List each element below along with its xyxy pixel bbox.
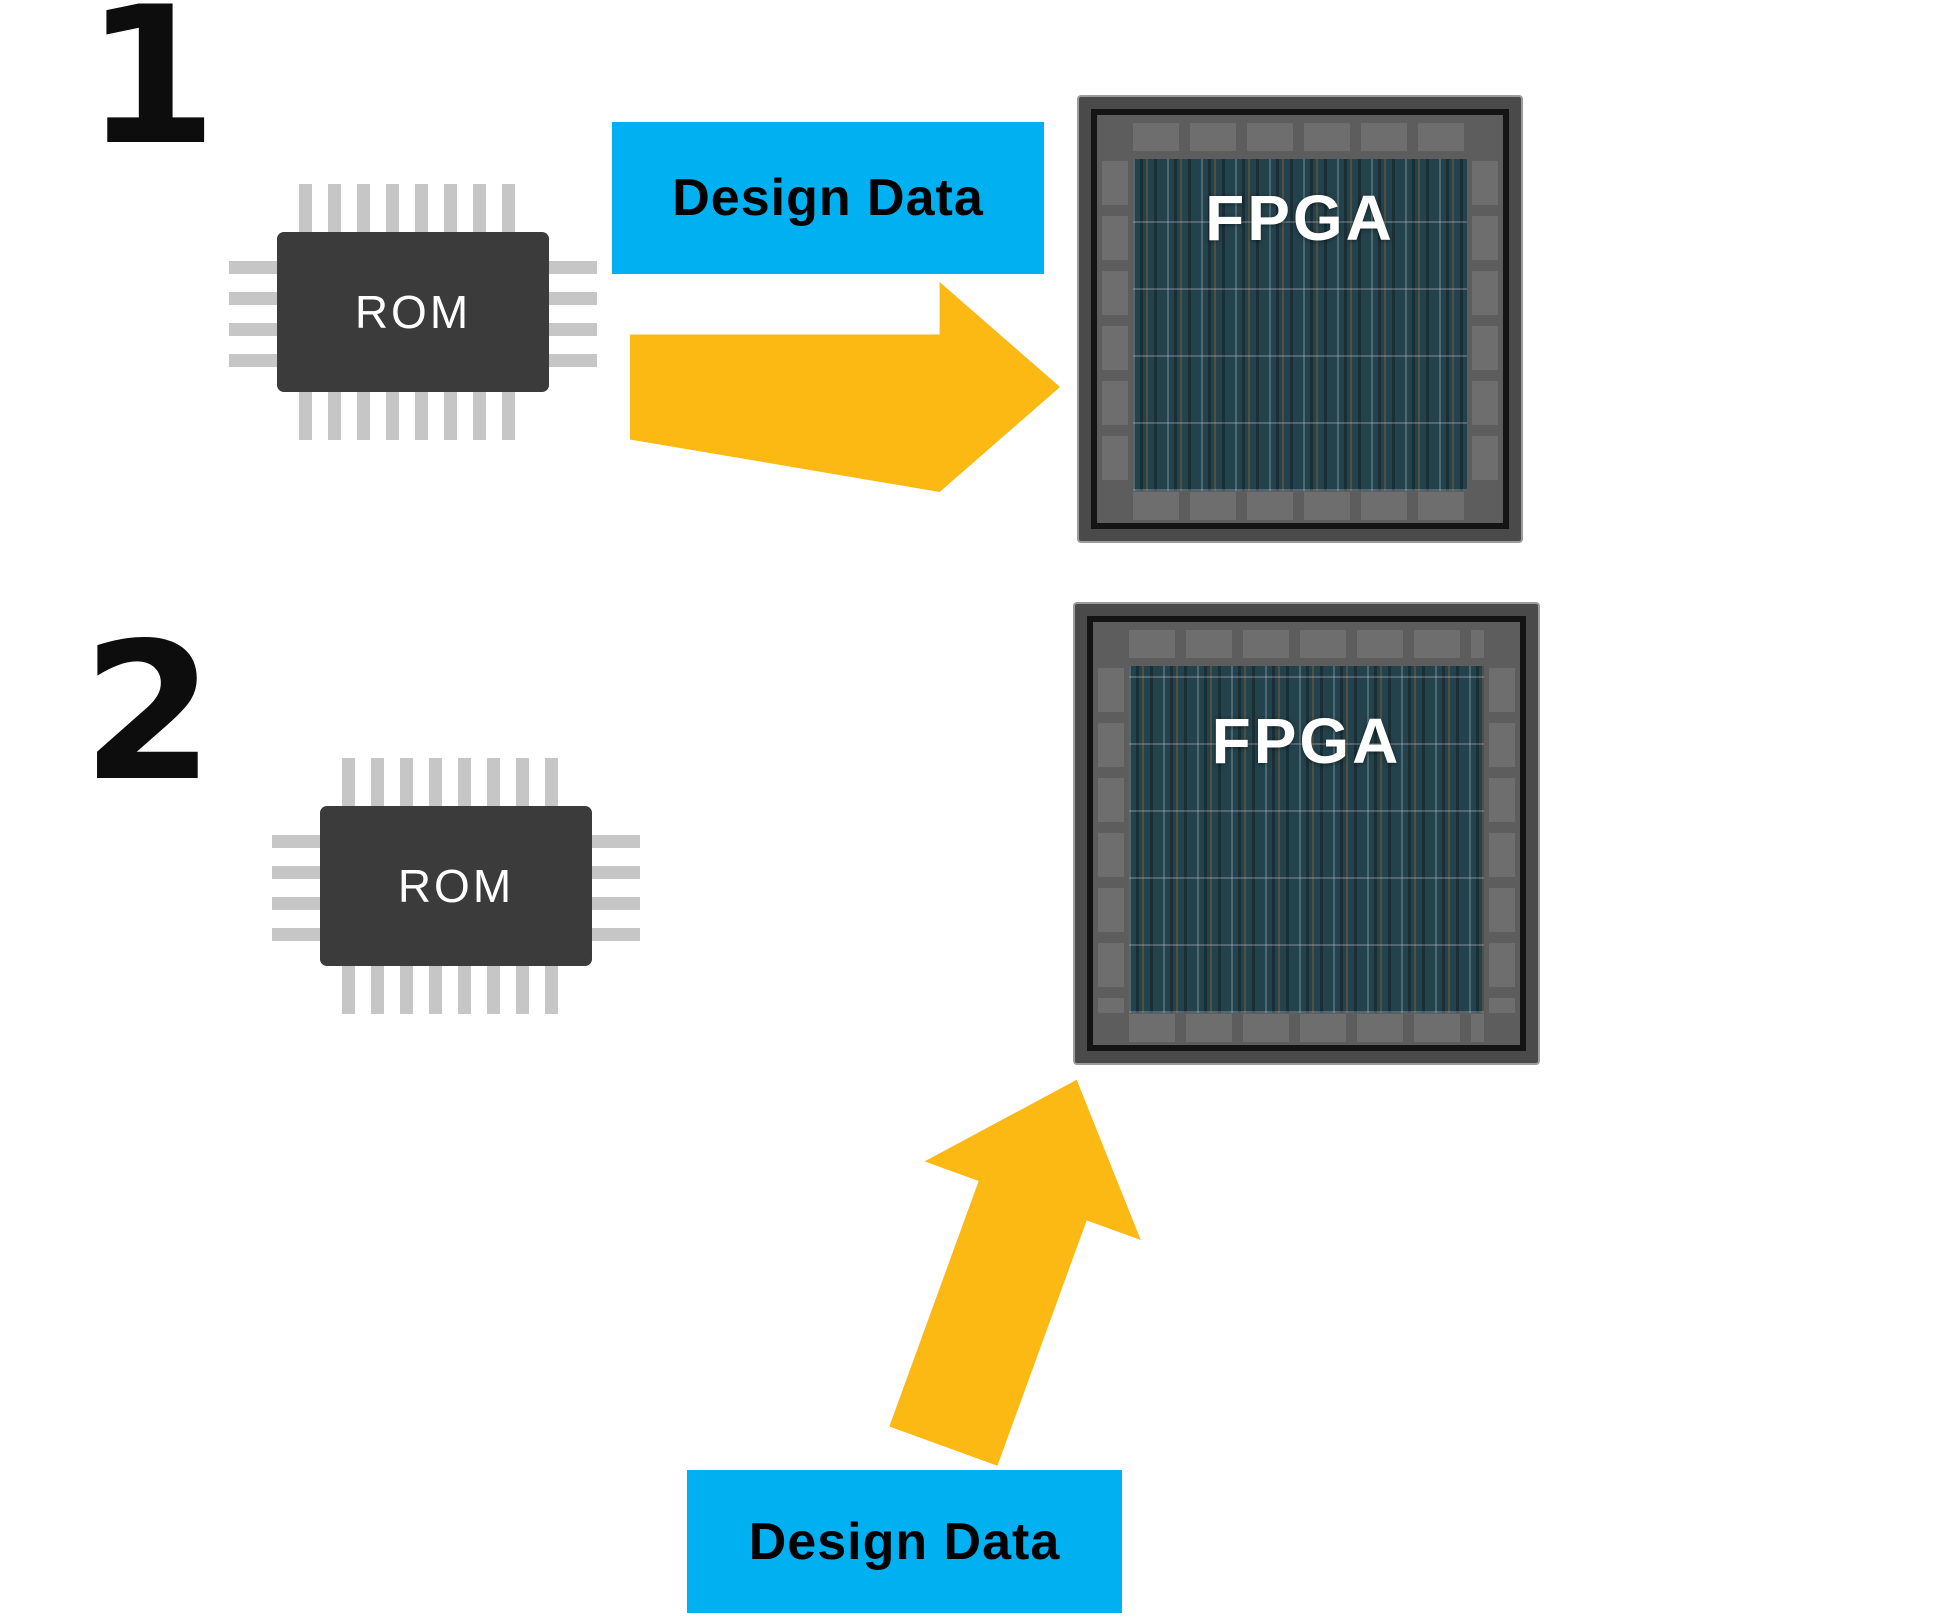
fpga-1-label: FPGA (1205, 182, 1395, 254)
step-1-number: 1 (85, 0, 218, 187)
rom-2-body: ROM (320, 806, 592, 966)
rom-1-body: ROM (277, 232, 549, 392)
rom-2-pins-bottom (342, 964, 570, 1014)
rom-2-pins-top (342, 758, 570, 808)
rom-2-label: ROM (397, 860, 515, 912)
rom-chip-2: ROM (272, 758, 640, 1014)
fpga-2-label: FPGA (1211, 705, 1402, 777)
arrow-right-icon (630, 282, 1060, 492)
step-2-number: 2 (82, 602, 215, 823)
fpga-2-die: FPGA (1129, 666, 1484, 1013)
fpga-chip-2: FPGA (1073, 602, 1540, 1065)
design-data-text-1: Design Data (672, 169, 984, 227)
fpga-1-pads-left (1102, 161, 1128, 491)
design-data-box-1: Design Data (612, 122, 1044, 274)
fpga-2-pads-bottom (1129, 1014, 1484, 1042)
fpga-1-pads-bottom (1133, 492, 1467, 520)
fpga-1-pads-right (1472, 161, 1498, 491)
fpga-2-pads-left (1098, 668, 1124, 1013)
design-data-box-2: Design Data (687, 1470, 1122, 1613)
rom-1-label: ROM (354, 286, 472, 338)
fpga-2-pads-right (1489, 668, 1515, 1013)
rom-1-pins-right (547, 261, 597, 371)
fpga-1-frame: FPGA (1091, 109, 1509, 529)
rom-1-pins-top (299, 184, 527, 234)
rom-chip-1: ROM (229, 184, 597, 440)
rom-2-pins-right (590, 835, 640, 945)
fpga-1-die: FPGA (1133, 159, 1467, 491)
rom-1-pins-left (229, 261, 279, 371)
rom-1-pins-bottom (299, 390, 527, 440)
fpga-2-frame: FPGA (1087, 616, 1526, 1051)
design-data-text-2: Design Data (748, 1512, 1061, 1571)
fpga-chip-1: FPGA (1077, 95, 1523, 543)
rom-2-pins-left (272, 835, 322, 945)
arrow-up-icon (835, 1040, 1185, 1485)
fpga-1-pads-top (1133, 123, 1467, 151)
fpga-2-pads-top (1129, 630, 1484, 658)
